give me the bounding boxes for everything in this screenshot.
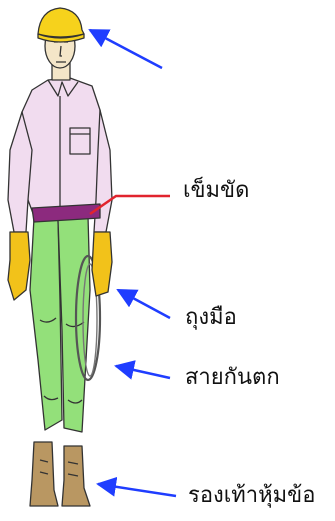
shirt: [22, 78, 104, 216]
gloves-arrow: [118, 290, 170, 318]
belt-label: เข็มขัด: [183, 180, 249, 202]
right-leg-pants: [58, 216, 90, 432]
lanyard-label: สายกันตก: [185, 367, 280, 389]
boots-label: รองเท้าหุ้มข้อ: [188, 485, 315, 507]
helmet: [38, 8, 84, 37]
helmet-arrow: [90, 30, 162, 68]
left-glove: [8, 232, 30, 300]
lanyard-arrow: [116, 366, 170, 378]
right-glove: [92, 232, 112, 296]
worker-figure: [8, 8, 112, 506]
gloves-label: ถุงมือ: [185, 307, 237, 329]
left-boot: [30, 442, 58, 506]
boots-arrow: [98, 484, 176, 496]
